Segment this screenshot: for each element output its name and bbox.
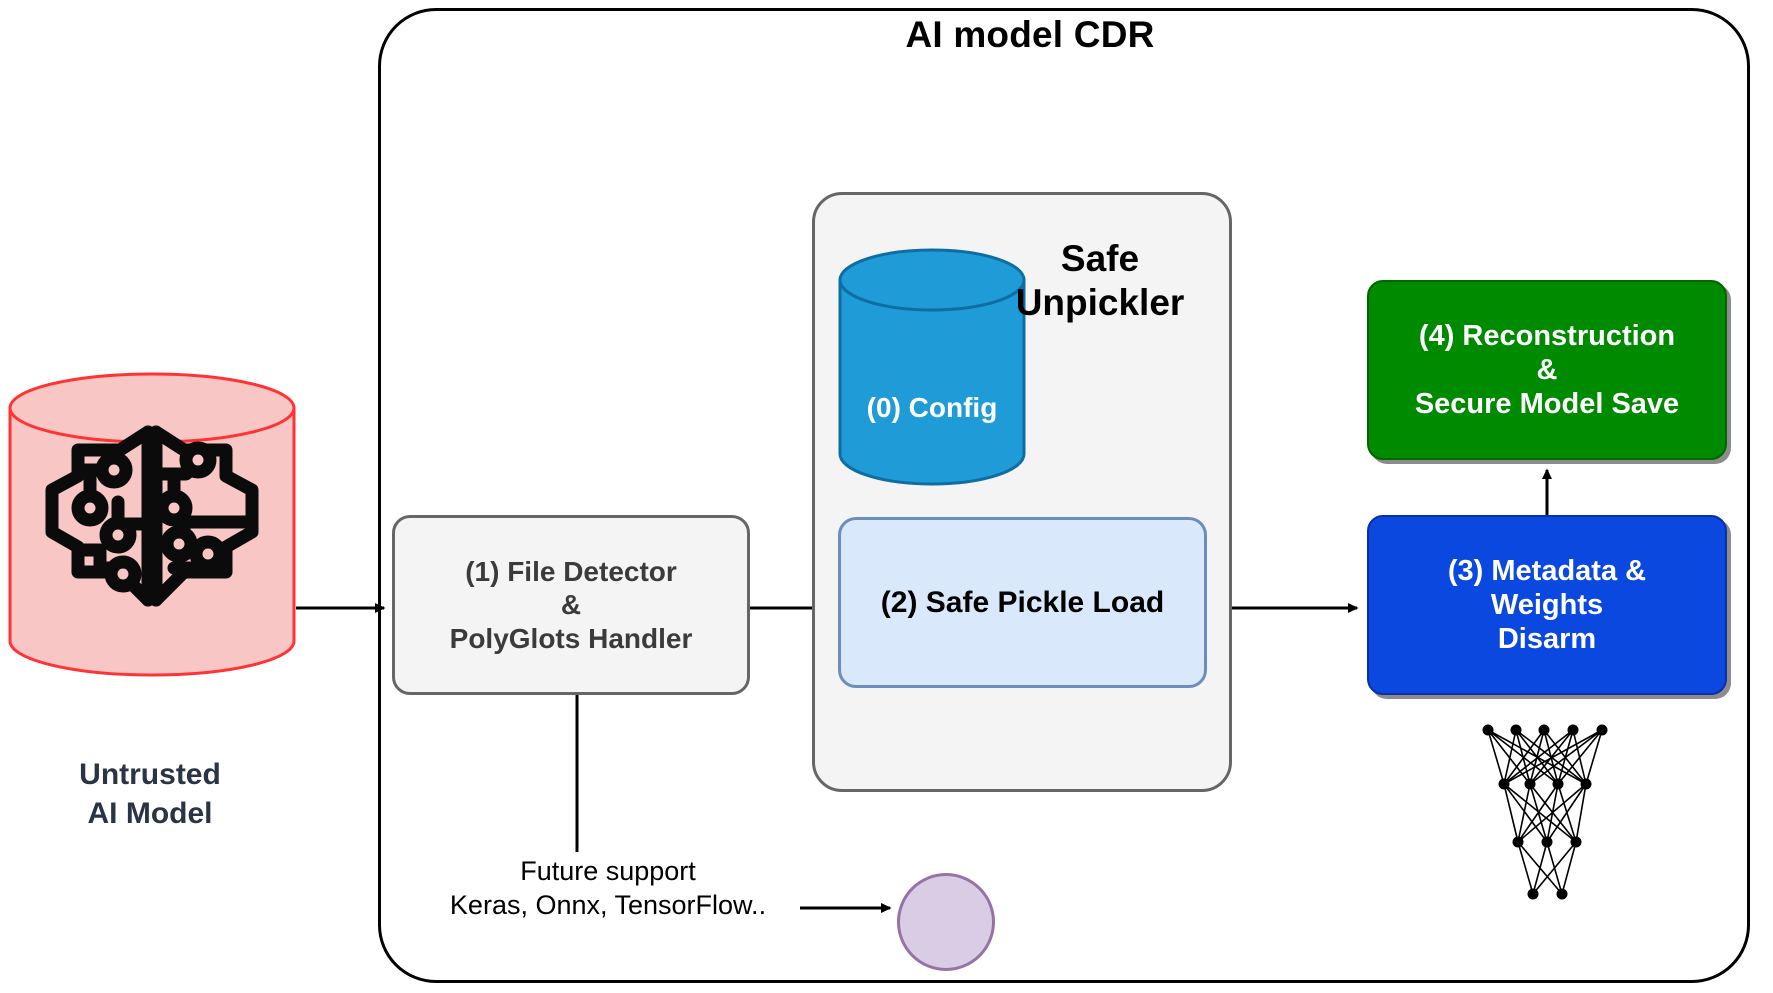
- future-support-circle[interactable]: [897, 873, 995, 971]
- safe-pickle-load-label: (2) Safe Pickle Load: [880, 585, 1165, 619]
- diagram-title: AI model CDR: [905, 14, 1155, 55]
- neural-network-icon: [1478, 722, 1616, 904]
- untrusted-ai-model-caption: Untrusted AI Model: [0, 755, 300, 833]
- future-support-line1: Future support: [520, 856, 696, 886]
- safe-pickle-load-node[interactable]: (2) Safe Pickle Load: [838, 517, 1207, 688]
- reconstruction-line2: &: [1536, 353, 1558, 386]
- file-detector-node[interactable]: (1) File Detector & PolyGlots Handler: [392, 515, 750, 695]
- ai-model-cdr-container: [378, 8, 1750, 983]
- metadata-disarm-node[interactable]: (3) Metadata & Weights Disarm: [1367, 515, 1727, 695]
- metadata-disarm-line2: Weights: [1490, 588, 1604, 621]
- file-detector-line3: PolyGlots Handler: [449, 622, 693, 654]
- reconstruction-node[interactable]: (4) Reconstruction & Secure Model Save: [1367, 280, 1727, 460]
- metadata-disarm-line3: Disarm: [1497, 623, 1597, 656]
- metadata-disarm-line1: (3) Metadata &: [1447, 554, 1647, 587]
- future-support-label: Future support Keras, Onnx, TensorFlow..: [398, 855, 818, 923]
- untrusted-caption-line2: AI Model: [87, 797, 213, 830]
- untrusted-caption-line1: Untrusted: [79, 758, 221, 791]
- config-cylinder[interactable]: [838, 248, 1026, 486]
- reconstruction-line3: Secure Model Save: [1414, 388, 1680, 421]
- future-support-line2: Keras, Onnx, TensorFlow..: [449, 889, 767, 920]
- untrusted-ai-model-cylinder[interactable]: [8, 372, 296, 677]
- safe-unpickler-title-line2: Unpickler: [1015, 281, 1185, 323]
- safe-unpickler-title-line1: Safe: [1060, 238, 1140, 279]
- file-detector-line1: (1) File Detector: [465, 556, 677, 588]
- config-label: (0) Config: [866, 392, 998, 423]
- reconstruction-line1: (4) Reconstruction: [1418, 319, 1676, 352]
- file-detector-line2: &: [560, 589, 582, 621]
- safe-unpickler-title: Safe Unpickler: [980, 237, 1220, 324]
